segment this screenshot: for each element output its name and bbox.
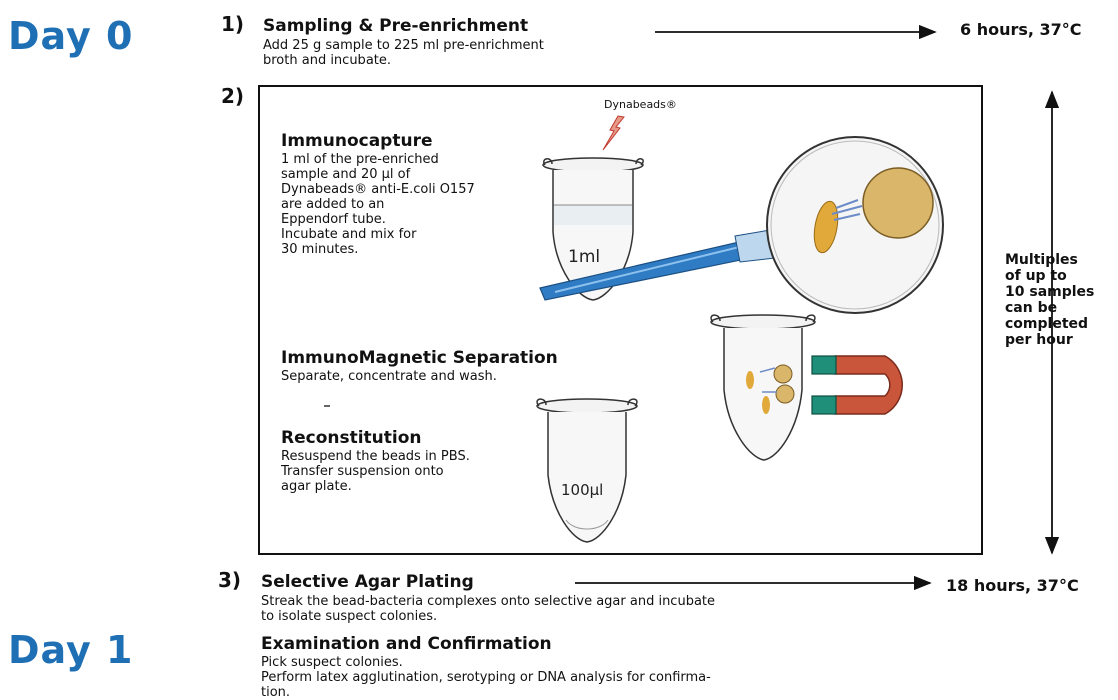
reconstitution-tube-icon: 100µl — [537, 399, 637, 542]
magnified-view-icon — [767, 137, 943, 313]
magnet-icon — [812, 356, 902, 414]
tube3-volume-label: 100µl — [561, 481, 603, 499]
tube1-volume-label: 1ml — [568, 247, 600, 267]
separation-tube-icon — [711, 315, 815, 460]
dynabeads-pointer-icon — [603, 116, 624, 150]
